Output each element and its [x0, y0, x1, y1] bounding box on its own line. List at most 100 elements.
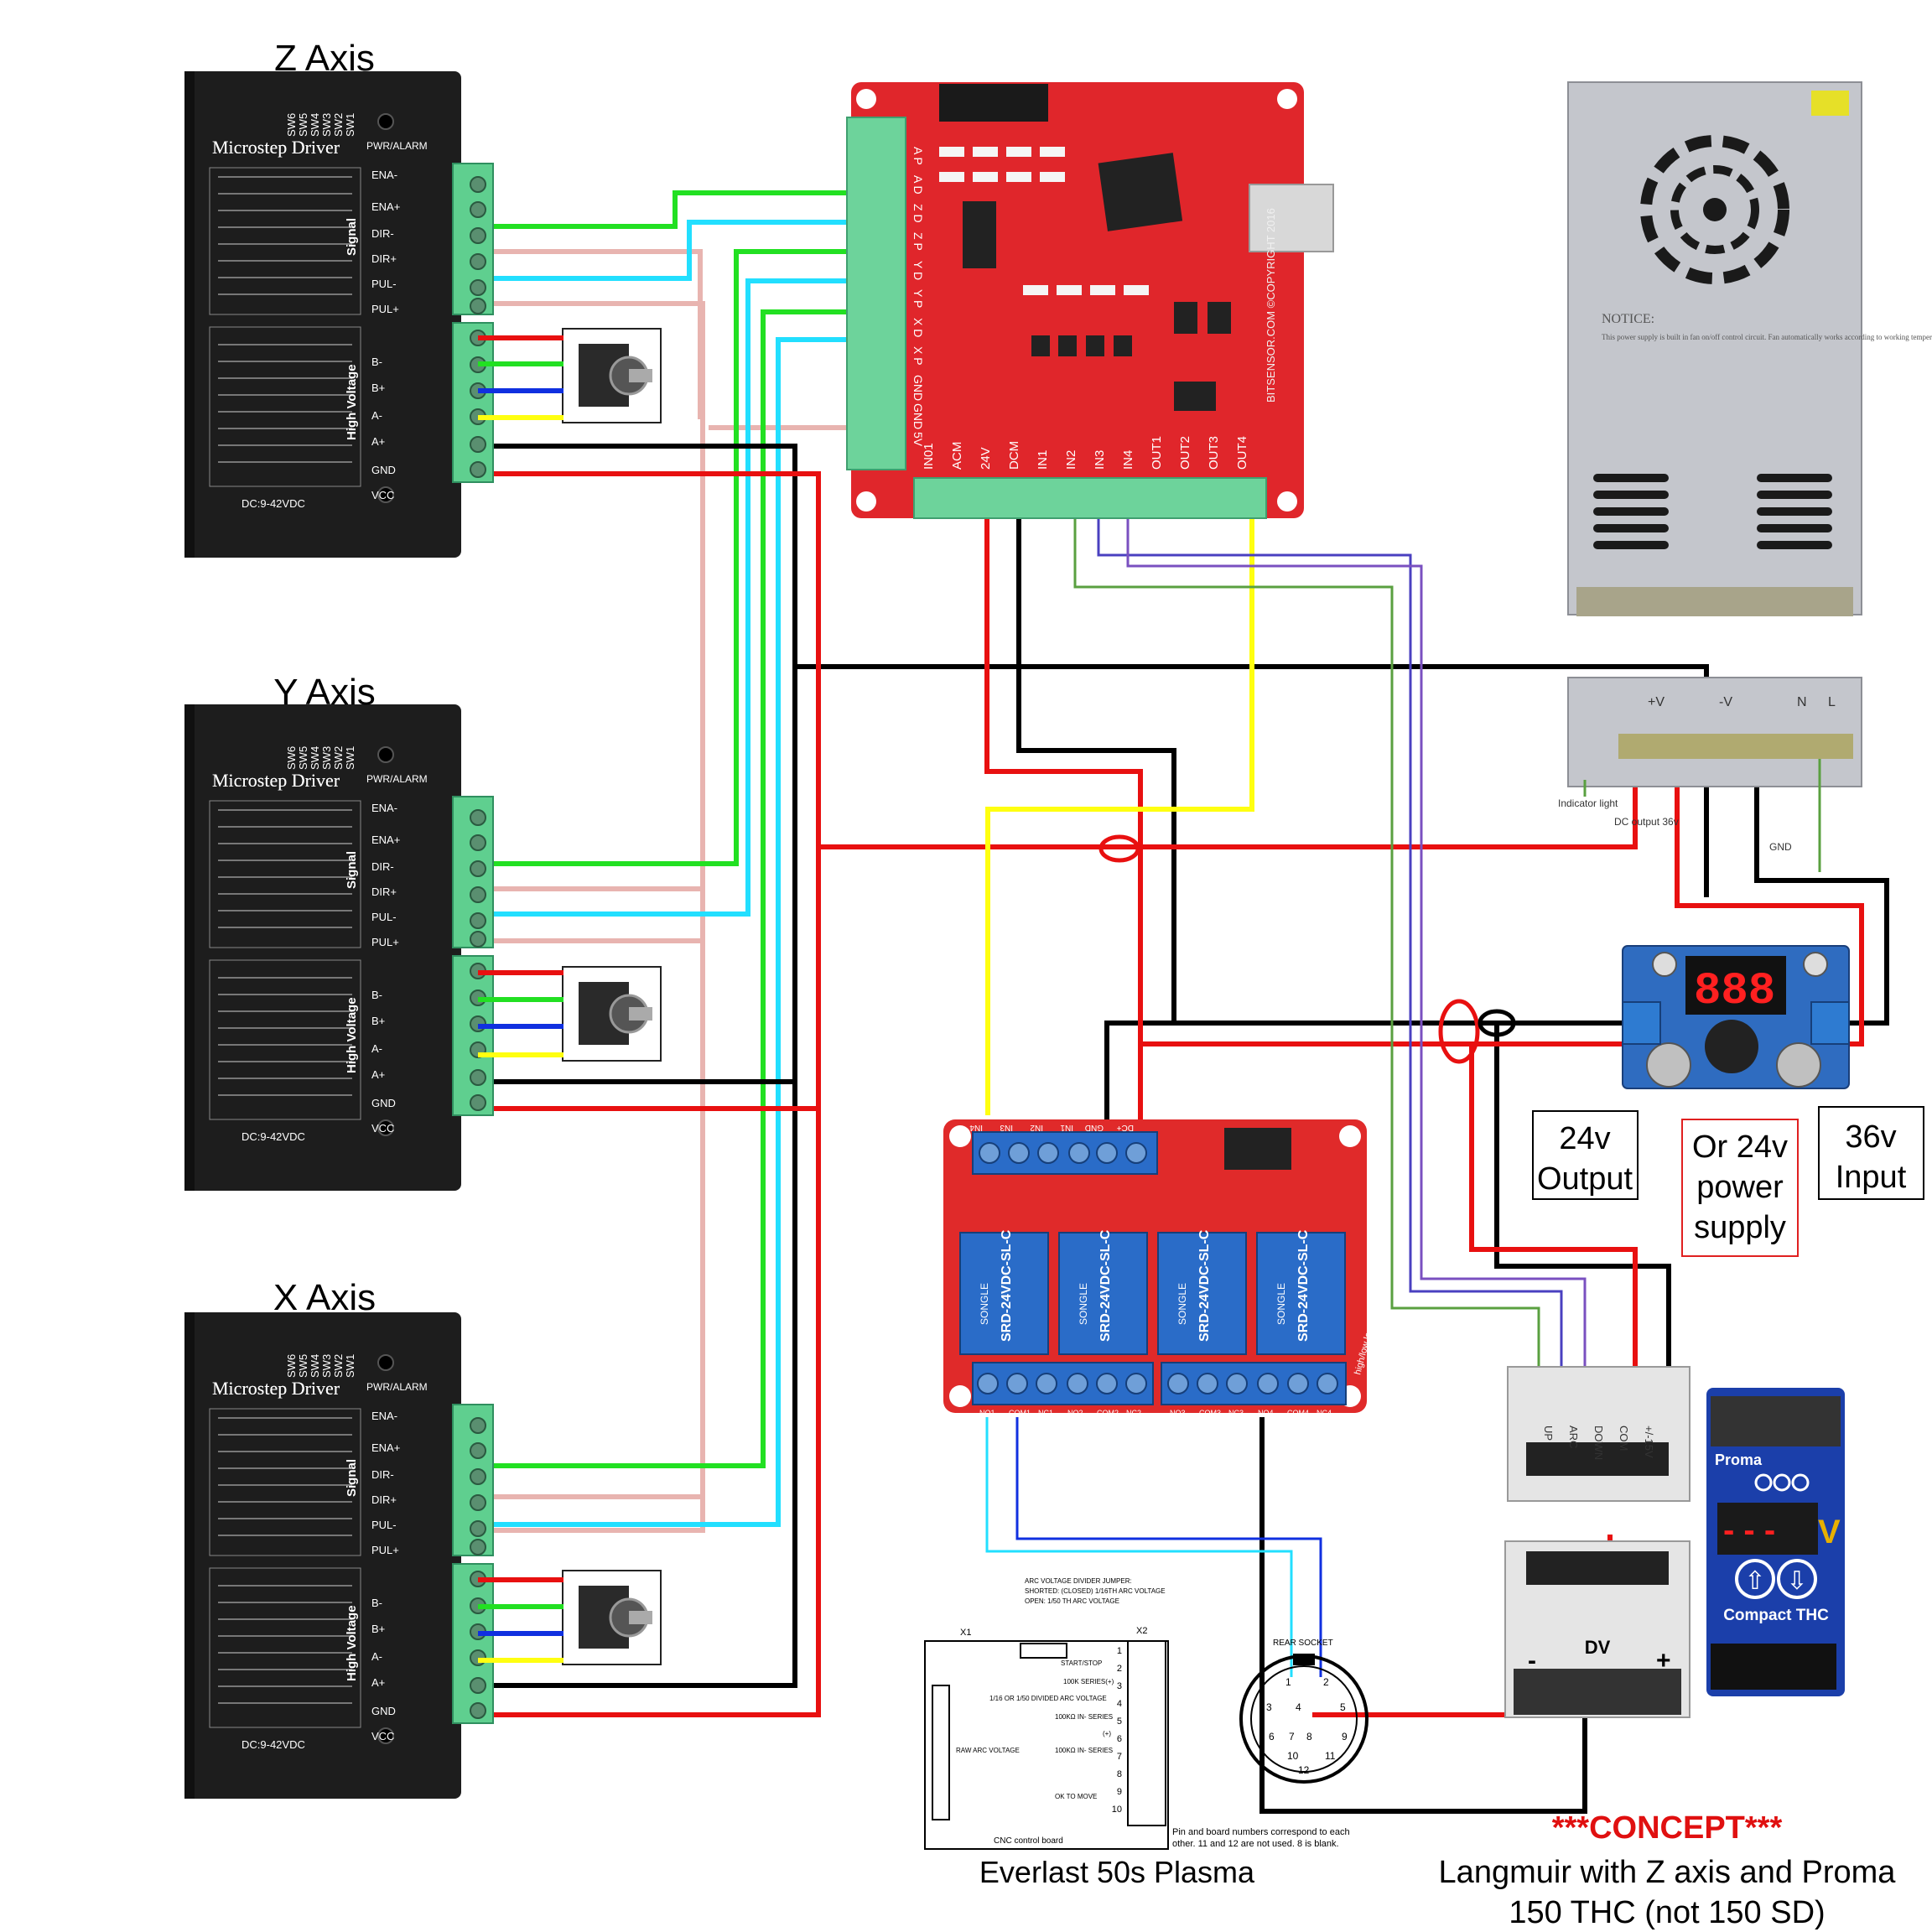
- proma-thc: - - - V Proma ⇧ ⇩ Compact THC: [1706, 1388, 1845, 1696]
- plasma-socket-pin: 6: [1269, 1731, 1275, 1742]
- plasma-socket-pin: 1: [1285, 1676, 1291, 1688]
- x-pwr-label: PWR/ALARM: [366, 1381, 428, 1393]
- plasma-pin-number: 1: [1117, 1646, 1122, 1656]
- arrow-up-icon: ⇧: [1744, 1567, 1765, 1595]
- relay-model-2: SRD-24VDC-SL-C: [1098, 1229, 1113, 1342]
- label-or-24v-2: power: [1696, 1170, 1784, 1205]
- breakout-controller: BITSENSOR.COM ©COPYRIGHT 2016: [846, 82, 1334, 519]
- psu-label-minus-v: -V: [1719, 695, 1732, 709]
- z-pwr-label: PWR/ALARM: [366, 140, 428, 152]
- y-axis-title: Y Axis: [273, 672, 375, 713]
- driver-terminal-label: B+: [371, 382, 385, 394]
- relay-bottom-pin: COM2: [1097, 1409, 1119, 1417]
- driver-terminal-label: A+: [371, 435, 385, 448]
- label-or-24v-1: Or 24v: [1692, 1130, 1788, 1165]
- label-or-24v-3: supply: [1694, 1210, 1786, 1245]
- driver-terminal-label: B-: [371, 989, 382, 1001]
- plasma-socket-pin: 2: [1323, 1676, 1329, 1688]
- driver-switch-label: SW1: [344, 1354, 356, 1378]
- relay-model-3: SRD-24VDC-SL-C: [1197, 1229, 1212, 1342]
- plasma-socket-pin: 12: [1298, 1764, 1310, 1776]
- x-dc-label: DC:9-42VDC: [242, 1738, 305, 1751]
- plasma-socket-pin: 3: [1266, 1701, 1272, 1713]
- driver-terminal-label: PUL+: [371, 1544, 399, 1556]
- wire-cyan-x: [478, 337, 876, 1527]
- plasma-socket-pin: 5: [1340, 1701, 1346, 1713]
- y-dc-label: DC:9-42VDC: [242, 1130, 305, 1143]
- plasma-pin-number: 3: [1117, 1681, 1122, 1691]
- psu-dc-output: DC output 36v: [1614, 816, 1679, 828]
- driver-terminal-label: DIR-: [371, 860, 394, 873]
- relay-top-pin: GND: [1085, 1123, 1104, 1132]
- relay-bottom-pin: NC2: [1126, 1409, 1141, 1417]
- plasma-footnote-1: Pin and board numbers correspond to each: [1172, 1827, 1350, 1837]
- driver-terminal-label: GND: [371, 464, 396, 476]
- controller-bottom-pin: DCM: [1007, 441, 1021, 470]
- relay-top-pin: IN3: [1000, 1123, 1013, 1132]
- black-wires: [478, 444, 1889, 1814]
- plasma-pin-number: 10: [1112, 1805, 1122, 1815]
- plasma-pin-number: 9: [1117, 1787, 1122, 1797]
- plasma-start-stop: START/STOP: [1061, 1659, 1102, 1667]
- thc-pin: COM: [1618, 1426, 1630, 1451]
- controller-left-pin: GND: [911, 375, 925, 401]
- relay-bottom-pin: COM3: [1199, 1409, 1221, 1417]
- thc-pin: UP: [1542, 1426, 1555, 1441]
- x-hv-label: High Voltage: [345, 1605, 359, 1681]
- driver-text-layer: Microstep Driver Microstep Driver Micros…: [212, 137, 428, 1751]
- concept-line-1: Langmuir with Z axis and Proma: [1439, 1855, 1897, 1890]
- controller-bottom-pin: OUT2: [1178, 436, 1192, 470]
- concept-line-2: 150 THC (not 150 SD): [1509, 1895, 1825, 1930]
- voltage-labels: 24v Output Or 24v power supply 36v Input: [1532, 1106, 1924, 1257]
- relay-brand-1: SONGLE: [979, 1283, 990, 1325]
- plasma-in-series-a: 100KΩ IN- SERIES: [1055, 1713, 1113, 1721]
- driver-terminal-label: A-: [371, 1042, 382, 1055]
- psu-terminal-strip: +V -V N L Indicator light DC output 36v …: [1558, 677, 1862, 872]
- wire-thin-green-up: [1073, 495, 1540, 1367]
- x-driver-title: Microstep Driver: [212, 1378, 340, 1399]
- wire-red-vcc-bus: [478, 471, 821, 1717]
- psu-indicator-light: Indicator light: [1558, 797, 1618, 809]
- plasma-pin-number: 7: [1117, 1752, 1122, 1762]
- plasma-pin-number: 4: [1117, 1699, 1122, 1709]
- controller-bottom-pin: OUT4: [1235, 436, 1249, 470]
- z-dc-label: DC:9-42VDC: [242, 497, 305, 510]
- wire-black-dv: [1259, 1417, 1587, 1814]
- cyan-wires: [478, 220, 876, 1527]
- concept-banner: ***CONCEPT***: [1552, 1810, 1783, 1846]
- thc-connector-top: [1507, 1366, 1690, 1502]
- label-36v-input-1: 36v: [1845, 1119, 1896, 1155]
- psu-label-plus-v: +V: [1648, 695, 1665, 709]
- controller-bottom-pin: IN4: [1121, 450, 1135, 470]
- relay-model-1: SRD-24VDC-SL-C: [1000, 1229, 1014, 1342]
- controller-bottom-pin: ACM: [950, 442, 964, 470]
- plasma-title: Everlast 50s Plasma: [979, 1855, 1255, 1889]
- driver-terminal-label: PUL-: [371, 278, 397, 290]
- y-signal-label: Signal: [345, 851, 359, 889]
- plasma-pin-number: 5: [1117, 1716, 1122, 1727]
- driver-switch-label: SW6: [285, 746, 298, 770]
- proma-model: Compact THC: [1723, 1607, 1829, 1624]
- controller-left-pin: A P: [911, 147, 925, 165]
- plasma-pin-number: 6: [1117, 1734, 1122, 1744]
- plasma-ok-to-move: OK TO MOVE: [1055, 1793, 1097, 1800]
- driver-terminal-label: VCC: [371, 1122, 394, 1135]
- driver-terminal-label: PUL-: [371, 911, 397, 923]
- plasma-socket-pin: 9: [1342, 1731, 1348, 1742]
- wire-green-x: [478, 309, 876, 1468]
- driver-terminal-label: B-: [371, 1597, 382, 1609]
- driver-switch-label: SW2: [332, 1354, 345, 1378]
- wire-black-relay-gnd: [1104, 755, 1889, 1136]
- label-24v-output-2: Output: [1537, 1161, 1633, 1197]
- relay-top-pin: IN1: [1060, 1123, 1073, 1132]
- wire-thin-blue-relay: [1015, 1417, 1322, 1677]
- controller-left-pin: Y D: [911, 261, 925, 280]
- plasma-rear-socket: REAR SOCKET: [1273, 1639, 1333, 1648]
- driver-terminal-labels: ENA-ENA+DIR-DIR+PUL-PUL+B-B+A-A+GNDVCCSW…: [285, 113, 400, 1742]
- wire-yellow-out: [985, 495, 1254, 1115]
- driver-terminal-label: DIR-: [371, 1468, 394, 1481]
- stepper-motor-y: [562, 966, 662, 1062]
- arrow-down-icon: ⇩: [1786, 1567, 1807, 1595]
